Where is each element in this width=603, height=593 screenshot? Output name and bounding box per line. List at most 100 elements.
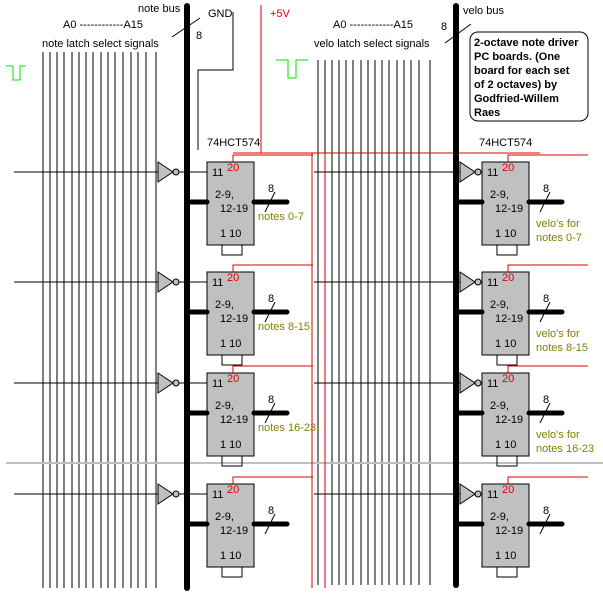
output-width-slash [264,513,276,535]
output-label: notes 16-23 [536,443,594,455]
pin-label-clock: 11 [212,378,223,390]
output-label: notes 16-23 [258,422,316,434]
pin-label-data: 2-9, [490,400,509,412]
output-width-label: 8 [268,293,274,305]
output-width-label: 8 [543,505,549,517]
inverter-icon [157,372,174,394]
velo-latch-signals-label: velo latch select signals [314,38,430,50]
output-label: notes 8-15 [258,321,310,333]
latch-chip [481,271,530,356]
pin-label-clock: 11 [487,277,498,289]
gnd-pins-wire [221,355,243,366]
pin-label-gnd: 1 10 [220,228,241,240]
inverter-icon [459,372,476,394]
pin-label-vcc: 20 [502,484,514,496]
gnd-pins-wire [221,567,243,578]
vcc-wire [232,365,313,373]
pin-label-gnd: 1 10 [495,550,516,562]
pin-label-gnd: 1 10 [495,338,516,350]
svg-text:Raes: Raes [474,107,500,119]
inverter-bubble-icon [474,278,482,286]
output-width-slash [539,513,551,535]
velo-address-range: A0 ------------A15 [333,19,413,31]
output-width-label: 8 [543,394,549,406]
inverter-bubble-icon [172,278,180,286]
latch-chip [481,372,530,457]
inverter-icon [157,271,174,293]
svg-text:of 2 octaves) by: of 2 octaves) by [474,79,558,91]
note-select-lines [42,52,157,588]
pin-label-data: 12-19 [220,203,248,215]
vcc-wire [507,264,588,272]
output-width-slash [264,191,276,213]
vcc-wire [232,476,313,484]
note-latch-signals-label: note latch select signals [42,38,159,50]
pin-label-data: 12-19 [495,203,523,215]
velo-bus-label: velo bus [463,5,504,17]
pin-label-gnd: 1 10 [220,338,241,350]
inverter-bubble-icon [172,490,180,498]
inverter-bubble-icon [172,168,180,176]
gnd-pins-wire [496,355,518,366]
chip-part-number-left: 74HCT574 [207,137,260,149]
title-note: 2-octave note driver PC boards. (One boa… [469,31,589,122]
pin-label-vcc: 20 [502,272,514,284]
gnd-trace [197,12,234,150]
output-width-label: 8 [268,183,274,195]
strobe-pulse-icon [276,59,308,79]
note-bus-width: 8 [196,30,202,42]
pin-label-data: 12-19 [495,414,523,426]
inverter-icon [459,271,476,293]
pin-label-gnd: 1 10 [495,439,516,451]
output-label: velo's for [536,328,580,340]
pin-label-gnd: 1 10 [220,439,241,451]
pin-label-vcc: 20 [502,162,514,174]
pin-label-clock: 11 [487,378,498,390]
note-bus-label: note bus [138,3,181,15]
pin-label-vcc: 20 [227,272,239,284]
output-label: velo's for [536,218,580,230]
vcc-wire [507,154,588,162]
svg-text:2-octave note driver: 2-octave note driver [474,37,579,49]
inverter-bubble-icon [172,379,180,387]
output-width-label: 8 [268,505,274,517]
pin-label-data: 2-9, [490,189,509,201]
vcc-label: +5V [270,8,291,20]
velo-bus-slash [444,23,472,44]
gnd-pins-wire [496,567,518,578]
pin-label-data: 2-9, [215,189,234,201]
pin-label-clock: 11 [212,167,223,179]
pin-label-data: 2-9, [215,511,234,523]
output-width-slash [264,301,276,323]
output-width-slash [539,191,551,213]
pin-label-vcc: 20 [502,373,514,385]
svg-text:board for each set: board for each set [474,65,570,77]
vcc-wire [232,154,313,162]
pin-label-data: 2-9, [215,400,234,412]
gnd-pins-wire [496,245,518,256]
output-label: notes 8-15 [536,342,588,354]
velo-select-lines [317,60,431,585]
vcc-wire [507,365,588,373]
output-width-label: 8 [543,183,549,195]
svg-text:PC boards. (One: PC boards. (One [474,51,560,63]
note-bus-slash [171,17,201,38]
gnd-pins-wire [496,456,518,467]
vcc-wire [507,476,588,484]
inverter-bubble-icon [474,168,482,176]
gnd-label: GND [208,8,233,20]
gnd-pins-wire [221,456,243,467]
power-rail [233,5,540,588]
pin-label-clock: 11 [212,277,223,289]
strobe-pulse-icon [6,65,26,81]
pin-label-clock: 11 [487,489,498,501]
inverter-icon [459,161,476,183]
svg-text:Godfried-Willem: Godfried-Willem [474,93,559,105]
